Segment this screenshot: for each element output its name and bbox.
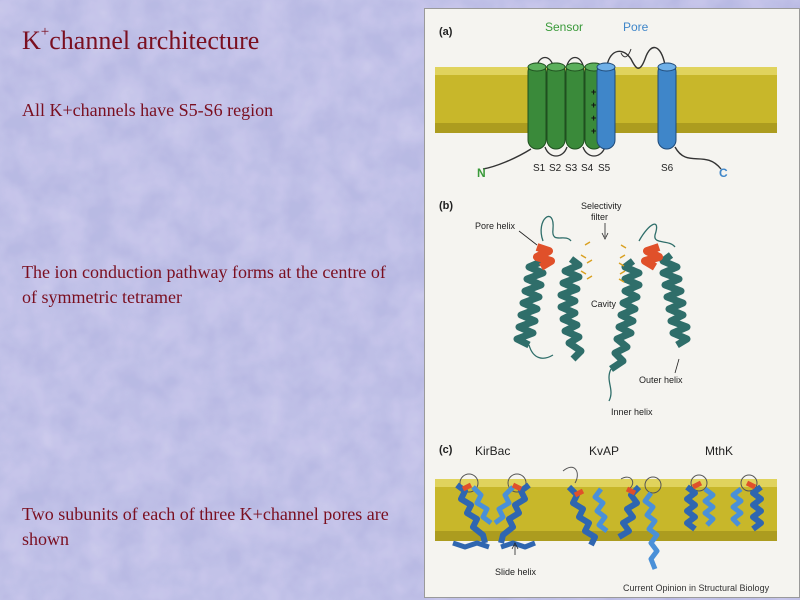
pore-label: Pore bbox=[623, 20, 649, 34]
c-terminus-label: C bbox=[719, 166, 728, 180]
slide-title: K+channel architecture bbox=[22, 24, 260, 55]
point-subunits-shown: Two subunits of each of three K+channel … bbox=[22, 504, 389, 549]
outer-helix-label: Outer helix bbox=[639, 375, 683, 385]
segment-label-s6: S6 bbox=[661, 163, 674, 174]
mthk-structure bbox=[684, 474, 764, 532]
panel-c-label: (c) bbox=[439, 444, 453, 456]
charge-plus: + bbox=[591, 87, 596, 97]
pore-helix-label: Pore helix bbox=[475, 221, 516, 231]
selectivity-filter bbox=[580, 241, 627, 283]
n-terminus-label: N bbox=[477, 166, 486, 180]
helix-s1 bbox=[527, 62, 547, 150]
selectivity-label: Selectivity bbox=[581, 201, 622, 211]
kirbac-structure bbox=[452, 473, 536, 550]
charge-plus: + bbox=[591, 100, 596, 110]
helix-s6 bbox=[657, 62, 677, 150]
slide-helix-label: Slide helix bbox=[495, 567, 537, 577]
channel-figure: (a) Sensor Pore + + + + bbox=[424, 8, 800, 598]
charge-plus: + bbox=[591, 126, 596, 136]
helix-s3 bbox=[565, 62, 585, 150]
left-subunit bbox=[513, 243, 585, 362]
filter-label: filter bbox=[591, 212, 608, 222]
segment-label-s4: S4 bbox=[581, 163, 594, 174]
mthk-label: MthK bbox=[705, 444, 733, 458]
segment-label-s1: S1 bbox=[533, 163, 546, 174]
sensor-label: Sensor bbox=[545, 20, 583, 34]
right-subunit bbox=[608, 243, 691, 402]
kvap-label: KvAP bbox=[589, 444, 619, 458]
segment-label-s5: S5 bbox=[598, 163, 611, 174]
point-s5-s6-region: All K+channels have S5-S6 region bbox=[22, 100, 274, 120]
figure-credit: Current Opinion in Structural Biology bbox=[623, 583, 770, 593]
helix-s5 bbox=[596, 62, 616, 150]
kirbac-label: KirBac bbox=[475, 444, 510, 458]
panel-b-label: (b) bbox=[439, 200, 453, 212]
segment-label-s2: S2 bbox=[549, 163, 562, 174]
segment-label-s3: S3 bbox=[565, 163, 578, 174]
cavity-label: Cavity bbox=[591, 299, 617, 309]
membrane-c bbox=[435, 479, 777, 541]
charge-plus: + bbox=[591, 113, 596, 123]
pore-loop bbox=[606, 47, 666, 69]
kvap-structure bbox=[562, 466, 662, 570]
panel-a-label: (a) bbox=[439, 26, 453, 38]
inner-helix-label: Inner helix bbox=[611, 407, 653, 417]
point-conduction-pathway: The ion conduction pathway forms at the … bbox=[22, 262, 386, 307]
helix-s2 bbox=[546, 62, 566, 150]
